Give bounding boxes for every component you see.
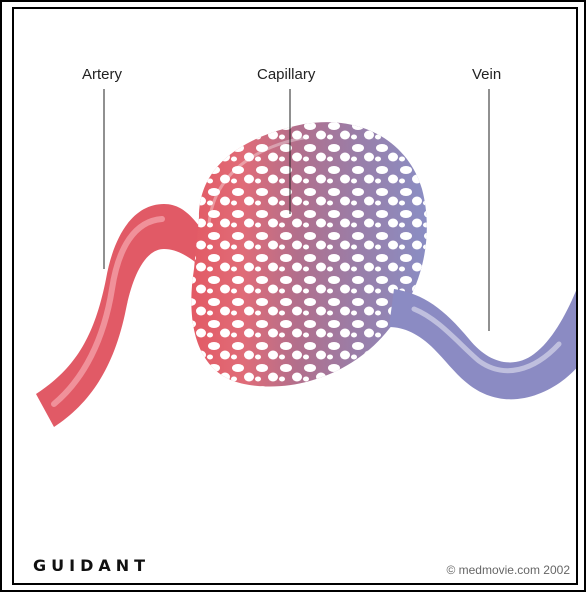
vessel-diagram bbox=[14, 9, 578, 585]
capillary-network bbox=[184, 109, 444, 409]
artery-label: Artery bbox=[82, 66, 122, 83]
vein-label: Vein bbox=[472, 66, 501, 83]
vein-vessel bbox=[389, 281, 578, 399]
diagram-panel: Artery Capillary Vein GUIDANT © medmovie… bbox=[12, 7, 578, 585]
capillary-label: Capillary bbox=[257, 66, 315, 83]
artery-vessel bbox=[36, 204, 214, 427]
copyright-text: © medmovie.com 2002 bbox=[446, 563, 570, 577]
guidant-logo: GUIDANT bbox=[33, 556, 150, 575]
